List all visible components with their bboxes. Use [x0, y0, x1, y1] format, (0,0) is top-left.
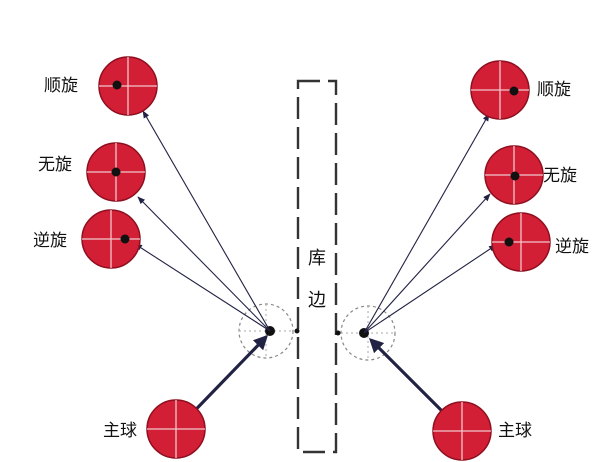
left-rebound-arrow-bottom: [134, 243, 271, 332]
left-cue-ball: [146, 399, 206, 459]
cushion-label-char-1: 库: [308, 248, 326, 269]
right-ball-no-spin: [484, 145, 544, 205]
right-rebound-arrow-middle: [363, 193, 491, 334]
right-ghost-ball: [335, 305, 396, 361]
right-label-top-spin: 顺旋: [537, 80, 571, 100]
right-label-back-spin: 逆旋: [555, 237, 589, 257]
right-ball-top-spin: [470, 60, 530, 120]
left-side: 顺旋 无旋 逆旋 主球: [33, 56, 300, 459]
left-label-cue-ball: 主球: [103, 421, 137, 441]
right-cue-ball: [432, 401, 492, 461]
right-label-no-spin: 无旋: [543, 166, 577, 186]
cushion-rail: 库 边: [296, 79, 338, 454]
right-side: 顺旋 无旋 逆旋 主球: [335, 60, 589, 461]
right-rebound-arrow-top: [363, 113, 490, 334]
left-ball-no-spin: [86, 142, 146, 202]
left-label-top-spin: 顺旋: [44, 76, 78, 96]
left-ball-top-spin: [98, 56, 158, 116]
left-rebound-arrow-top: [142, 110, 271, 332]
right-ball-back-spin: [491, 212, 551, 272]
cushion-label-char-2: 边: [308, 290, 326, 311]
left-ball-back-spin: [81, 209, 141, 269]
right-label-cue-ball: 主球: [498, 421, 532, 441]
left-label-no-spin: 无旋: [38, 155, 72, 175]
left-label-back-spin: 逆旋: [33, 231, 67, 251]
right-rebound-arrow-bottom: [363, 244, 497, 334]
left-rebound-arrow-middle: [137, 196, 271, 332]
